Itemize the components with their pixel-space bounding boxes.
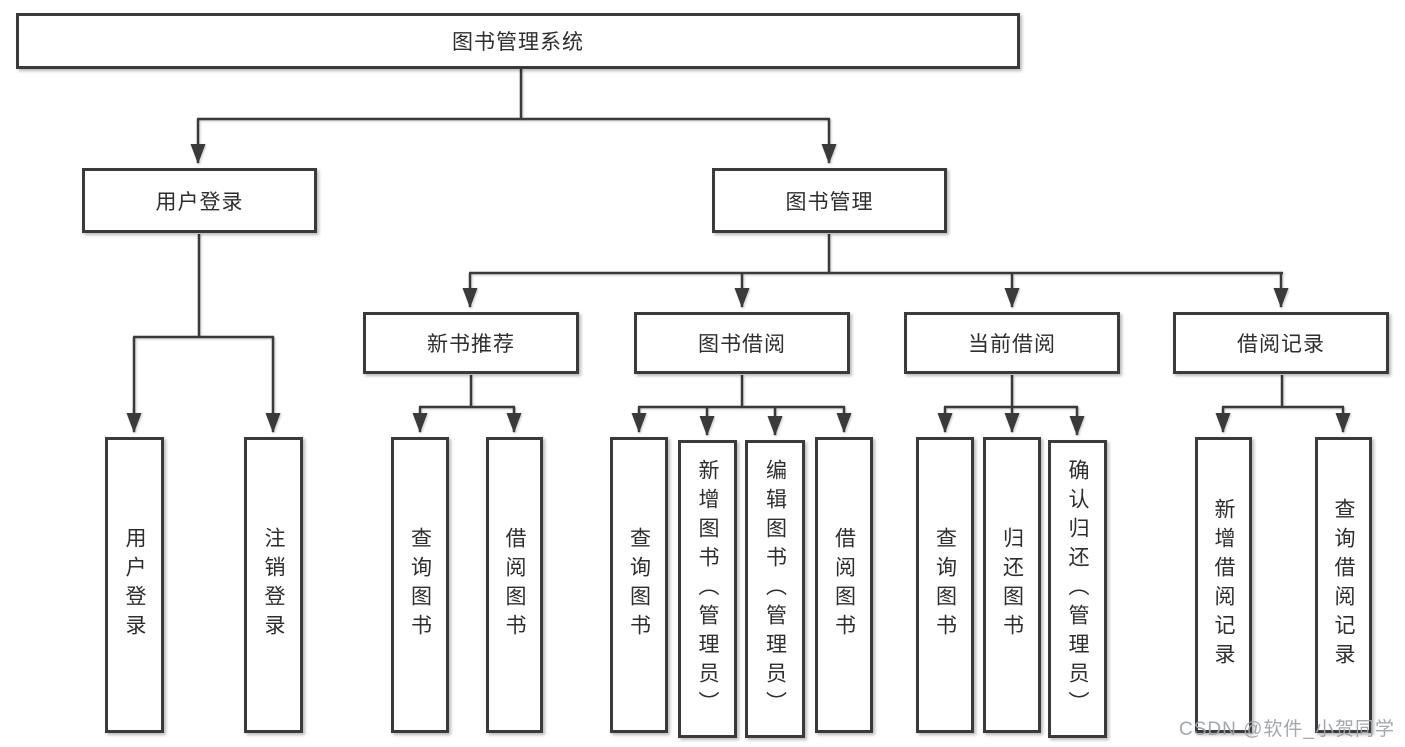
node-book-mgmt-label: 图书管理 bbox=[785, 190, 874, 214]
leaf-br-add-record-label: 新增借阅记录 bbox=[1212, 498, 1236, 672]
leaf-bb-edit-books-admin-label: 编辑图书（管理员） bbox=[763, 458, 787, 720]
node-root: 图书管理系统 bbox=[16, 13, 1020, 69]
leaf-cb-query-books: 查询图书 bbox=[916, 437, 974, 733]
node-borrow-records: 借阅记录 bbox=[1173, 312, 1389, 374]
leaf-bb-borrow-books-label: 借阅图书 bbox=[832, 527, 856, 643]
node-current-borrow: 当前借阅 bbox=[904, 312, 1120, 374]
node-root-label: 图书管理系统 bbox=[452, 31, 584, 54]
leaf-nbr-borrow-books: 借阅图书 bbox=[486, 437, 543, 733]
leaf-logout: 注销登录 bbox=[244, 437, 303, 733]
leaf-bb-add-books-admin-label: 新增图书（管理员） bbox=[696, 458, 720, 720]
node-book-mgmt: 图书管理 bbox=[712, 168, 947, 233]
leaf-br-add-record: 新增借阅记录 bbox=[1195, 437, 1252, 733]
leaf-nbr-query-books-label: 查询图书 bbox=[408, 527, 432, 643]
leaf-bb-borrow-books: 借阅图书 bbox=[815, 437, 873, 733]
leaf-cb-return-books: 归还图书 bbox=[983, 437, 1041, 733]
leaf-nbr-borrow-books-label: 借阅图书 bbox=[503, 527, 527, 643]
leaf-user-login: 用户登录 bbox=[105, 437, 164, 733]
leaf-br-query-record-label: 查询借阅记录 bbox=[1332, 498, 1356, 672]
leaf-bb-query-books: 查询图书 bbox=[610, 437, 668, 733]
node-new-book-rec: 新书推荐 bbox=[363, 312, 579, 374]
leaf-cb-return-books-label: 归还图书 bbox=[1000, 527, 1024, 643]
leaf-bb-edit-books-admin: 编辑图书（管理员） bbox=[745, 440, 805, 738]
leaf-cb-confirm-return-admin-label: 确认归还（管理员） bbox=[1066, 458, 1090, 720]
leaf-user-login-label: 用户登录 bbox=[123, 527, 147, 643]
leaf-br-query-record: 查询借阅记录 bbox=[1315, 437, 1372, 733]
leaf-cb-confirm-return-admin: 确认归还（管理员） bbox=[1048, 440, 1107, 738]
leaf-logout-label: 注销登录 bbox=[262, 527, 286, 643]
csdn-watermark: CSDN @软件_小贺同学 bbox=[1179, 719, 1395, 740]
leaf-nbr-query-books: 查询图书 bbox=[391, 437, 449, 733]
leaf-bb-query-books-label: 查询图书 bbox=[627, 527, 651, 643]
node-new-book-rec-label: 新书推荐 bbox=[427, 333, 515, 356]
node-user-login: 用户登录 bbox=[82, 168, 317, 233]
node-book-borrow: 图书借阅 bbox=[634, 312, 850, 374]
node-borrow-records-label: 借阅记录 bbox=[1237, 333, 1325, 356]
node-user-login-label: 用户登录 bbox=[155, 190, 244, 214]
leaf-cb-query-books-label: 查询图书 bbox=[933, 527, 957, 643]
node-current-borrow-label: 当前借阅 bbox=[968, 333, 1056, 356]
leaf-bb-add-books-admin: 新增图书（管理员） bbox=[678, 440, 737, 738]
node-book-borrow-label: 图书借阅 bbox=[698, 333, 786, 356]
